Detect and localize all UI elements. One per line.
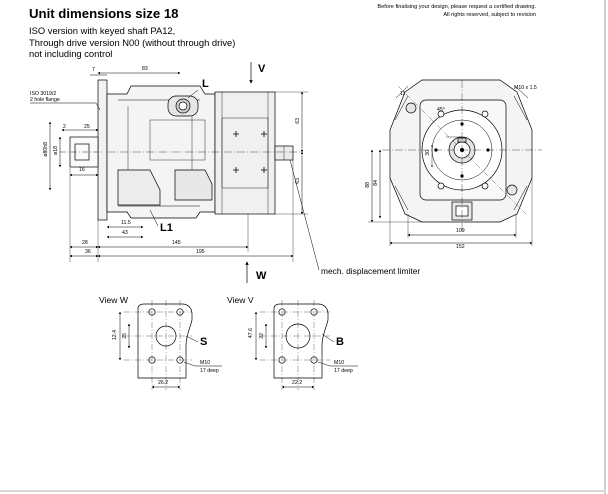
dim-47-6: 47.6 (248, 328, 254, 339)
thread-depth-v: 17 deep (334, 368, 353, 374)
thread-m10-w: M10 (200, 360, 211, 366)
dim-145: 145 (172, 240, 181, 246)
revision-note-line-2: All rights reserved, subject to revision (443, 12, 536, 18)
thread-depth-w: 17 deep (200, 368, 219, 374)
dim-shaft-diameter: ø18 (53, 146, 59, 155)
side-view (30, 62, 320, 283)
port-s-label: S (200, 336, 208, 348)
dim-63-upper: 63 (295, 118, 301, 124)
view-v-arrow-label: V (258, 63, 266, 75)
port-b-label: B (336, 336, 344, 348)
dim-22: 22 (259, 333, 265, 339)
frame-right-edge (604, 0, 606, 494)
dim-195: 195 (196, 249, 205, 255)
dim-28: 28 (82, 240, 88, 246)
dim-63-lower: 63 (295, 178, 301, 184)
dim-109: 109 (456, 228, 465, 234)
dim-36: 36 (85, 249, 91, 255)
mech-displacement-limiter-label: mech. displacement limiter (321, 266, 421, 276)
dim-m10-thread: M10 x 1.5 (514, 85, 537, 91)
dim-pilot-diameter: ø80h8 (43, 142, 49, 157)
dim-11-5: 11.5 (121, 220, 131, 226)
dim-83: 83 (142, 66, 148, 72)
dim-84: 84 (373, 180, 379, 186)
view-v-drawing (254, 300, 358, 390)
dim-22-2: 22.2 (292, 380, 303, 386)
dim-12-4: 12.4 (112, 330, 118, 341)
dim-2: 2 (63, 124, 66, 130)
iso-flange-label-2: 2 hole flange (30, 97, 60, 103)
port-l-label: L (202, 78, 209, 90)
dim-25-w: 25 (122, 333, 128, 339)
view-w-arrow-label: W (256, 270, 267, 282)
thread-m10-v: M10 (334, 360, 345, 366)
dim-45-deg: 45° (437, 107, 445, 113)
dim-16: 16 (79, 167, 85, 173)
view-v-title: View V (227, 295, 254, 305)
dim-152: 152 (456, 244, 465, 250)
revision-note-line-1: Before finalising your design, please re… (377, 4, 536, 10)
dim-43: 43 (122, 230, 128, 236)
subtitle-line-2: Through drive version N00 (without throu… (29, 37, 236, 48)
port-l1-label: L1 (160, 222, 173, 234)
iso-flange-label-1: ISO 3019/2 (30, 91, 57, 97)
dim-25: 25 (84, 124, 90, 130)
dim-26-2: 26.2 (158, 380, 169, 386)
dim-88: 88 (365, 182, 371, 188)
dim-11: 11 (400, 91, 406, 97)
page-title: Unit dimensions size 18 (29, 6, 179, 21)
subtitle-line-1: ISO version with keyed shaft PA12, (29, 25, 176, 36)
view-w-title: View W (99, 295, 128, 305)
dim-30: 30 (425, 150, 431, 156)
subtitle-line-3: not including control (29, 48, 113, 59)
frame-bottom-edge (0, 490, 606, 492)
dim-7: 7 (92, 67, 95, 73)
view-w-drawing (118, 300, 222, 390)
front-view (368, 79, 542, 246)
